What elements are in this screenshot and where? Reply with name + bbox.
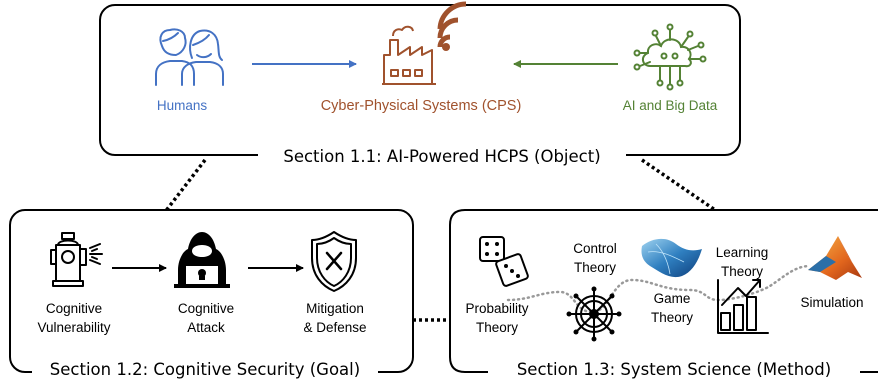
ship-wheel-icon bbox=[566, 286, 622, 342]
hacker-icon bbox=[174, 232, 230, 288]
growth-chart-icon bbox=[717, 279, 769, 334]
ai-cloud-icon bbox=[633, 23, 707, 91]
simulation-label: Simulation bbox=[800, 295, 863, 310]
right-panel: Probability Theory Control Theory Game T… bbox=[449, 209, 878, 380]
left-panel-caption: Section 1.2: Cognitive Security (Goal) bbox=[50, 360, 360, 379]
dice-icon bbox=[479, 236, 529, 287]
connector-top-right bbox=[641, 158, 719, 214]
defense-label-2: & Defense bbox=[303, 320, 366, 335]
humans-icon bbox=[155, 28, 224, 86]
defense-label-1: Mitigation bbox=[306, 301, 364, 316]
fire-hydrant-icon bbox=[50, 232, 103, 287]
surface-plot-icon bbox=[641, 238, 702, 278]
left-panel: Cognitive Vulnerability Cognitive Attack… bbox=[9, 209, 414, 380]
learning-label-2: Theory bbox=[721, 264, 763, 279]
attack-label-1: Cognitive bbox=[178, 301, 234, 316]
ai-label: AI and Big Data bbox=[623, 98, 718, 113]
game-label-1: Game bbox=[654, 291, 691, 306]
right-panel-frame bbox=[449, 209, 878, 373]
top-panel: Humans Cyber-Physical Systems (CPS) bbox=[99, 1, 741, 169]
left-panel-frame bbox=[9, 209, 414, 373]
right-panel-caption: Section 1.3: System Science (Method) bbox=[517, 360, 831, 379]
connector-top-left bbox=[163, 158, 207, 214]
vulnerability-label-1: Cognitive bbox=[46, 301, 102, 316]
probability-label-2: Theory bbox=[476, 320, 518, 335]
attack-label-2: Attack bbox=[187, 320, 225, 335]
control-label-2: Theory bbox=[574, 260, 616, 275]
shield-icon bbox=[311, 231, 357, 292]
probability-label-1: Probability bbox=[465, 301, 528, 316]
top-panel-caption: Section 1.1: AI-Powered HCPS (Object) bbox=[283, 147, 600, 166]
control-label-1: Control bbox=[573, 241, 617, 256]
vulnerability-label-2: Vulnerability bbox=[37, 320, 110, 335]
learning-label-1: Learning bbox=[716, 245, 769, 260]
top-panel-frame bbox=[99, 4, 741, 156]
game-label-2: Theory bbox=[651, 310, 693, 325]
cps-label: Cyber-Physical Systems (CPS) bbox=[321, 98, 522, 114]
matlab-icon bbox=[808, 236, 862, 280]
humans-label: Humans bbox=[157, 98, 208, 113]
method-flow-path bbox=[506, 264, 812, 314]
factory-wifi-icon bbox=[382, 1, 467, 85]
